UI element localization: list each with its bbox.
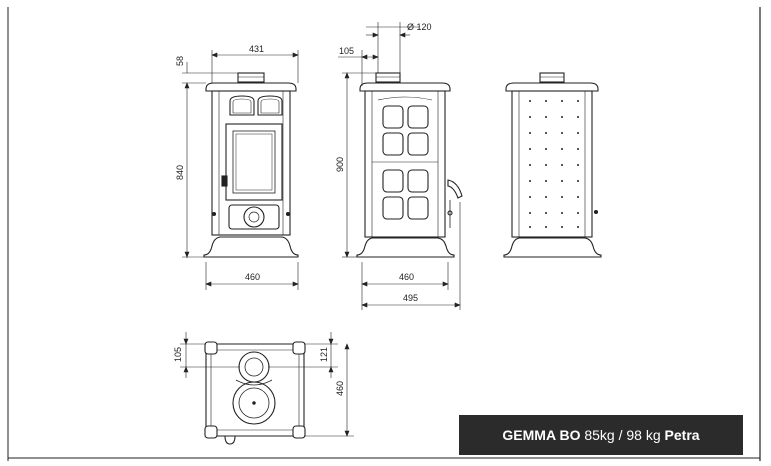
plan-corner-tr <box>292 341 306 355</box>
front-door <box>225 123 283 201</box>
back-panel-dots <box>529 100 579 228</box>
plan-dimensions <box>180 332 354 437</box>
front-ash-door <box>228 204 280 230</box>
plan-flue-outer <box>238 351 270 383</box>
dim-front-base-width: 460 <box>245 272 260 282</box>
front-air-knob <box>243 206 265 228</box>
dim-side-base-width: 460 <box>399 272 414 282</box>
model-title-box: GEMMA BO 85kg / 98 kg Petra <box>459 415 743 455</box>
dim-side-height: 900 <box>335 157 345 172</box>
plan-corner-br <box>292 425 306 439</box>
plan-hotplate-outer <box>232 381 276 425</box>
back-body <box>511 90 593 238</box>
dim-front-width: 431 <box>249 44 264 54</box>
stove-top-view <box>204 341 306 445</box>
dim-flue-offset: 105 <box>339 46 354 56</box>
back-base-legs <box>503 237 602 258</box>
side-dimensions <box>338 22 461 310</box>
model-weights: 85kg / 98 kg <box>580 427 665 443</box>
side-top-plate <box>359 82 451 92</box>
side-flue-collar <box>375 72 401 83</box>
front-base-legs <box>203 236 299 258</box>
plan-corner-tl <box>204 341 218 355</box>
side-door-handle <box>447 179 463 199</box>
dim-front-height: 840 <box>175 165 185 180</box>
front-door-handle <box>221 175 228 187</box>
front-door-glass <box>232 130 276 194</box>
side-body <box>364 90 446 238</box>
model-variant: Petra <box>664 427 700 443</box>
front-top-plate <box>205 82 297 92</box>
stove-side-view <box>356 72 463 258</box>
stove-front-view <box>203 72 299 258</box>
plan-corner-bl <box>204 425 218 439</box>
model-name: GEMMA BO <box>502 427 581 443</box>
dim-top-offset: 58 <box>175 56 185 66</box>
plan-hotplate-inner <box>238 387 270 419</box>
side-tiles <box>382 105 429 220</box>
dim-side-total-depth: 495 <box>403 293 418 303</box>
front-flue-collar <box>237 72 265 83</box>
dim-plan-depth: 460 <box>335 381 345 396</box>
front-dimensions <box>182 50 299 290</box>
back-top-plate <box>505 82 599 92</box>
stove-back-view <box>503 72 602 258</box>
dim-plan-front-offset: 105 <box>173 347 183 362</box>
back-flue-collar <box>539 72 565 83</box>
front-upper-tile-right <box>257 95 283 116</box>
plan-flue-inner <box>244 357 264 377</box>
side-base-legs <box>356 237 455 258</box>
front-upper-tile-left <box>229 95 255 116</box>
plan-handle <box>224 435 236 445</box>
dim-plan-side-offset: 121 <box>319 347 329 362</box>
dim-flue-diameter: Ø 120 <box>407 22 432 32</box>
